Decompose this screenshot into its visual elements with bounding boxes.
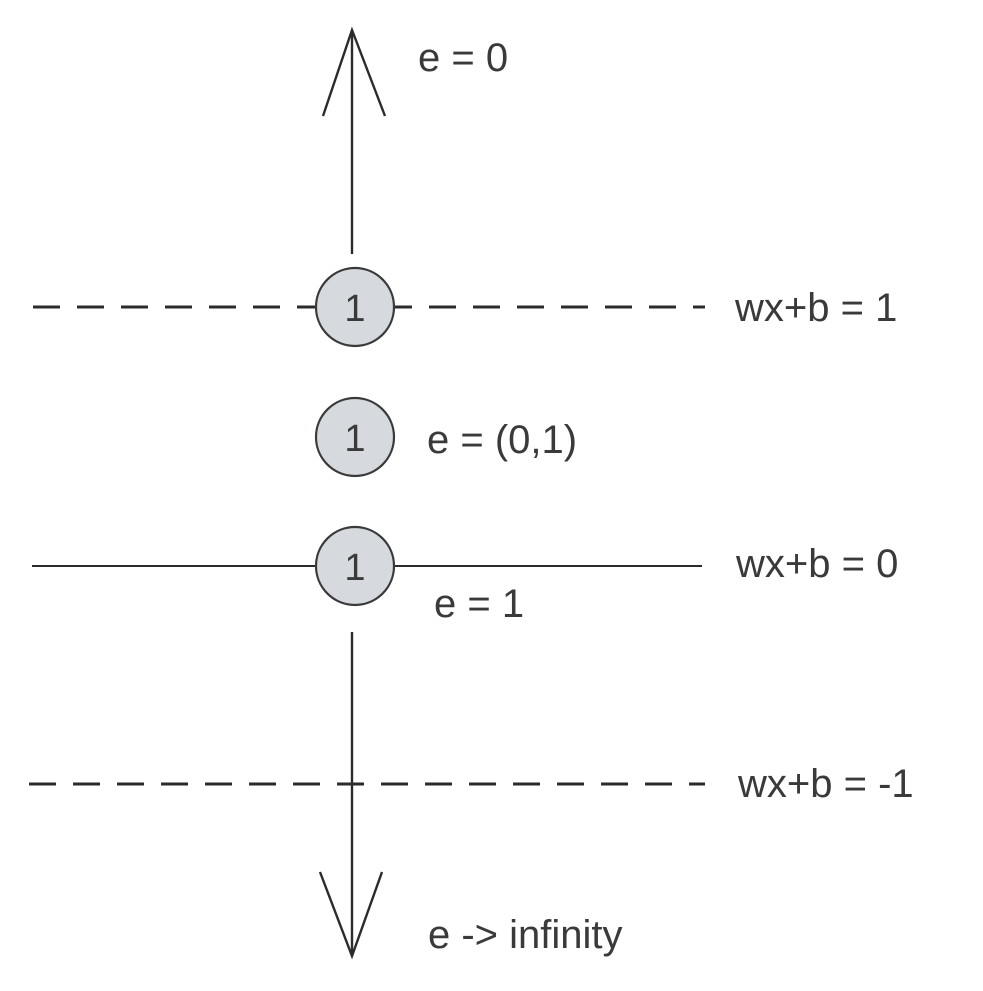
point-on-boundary: 1: [314, 525, 396, 607]
point-label: 1: [344, 288, 365, 330]
inside-margin-label: e = (0,1): [427, 418, 577, 462]
upper-margin-label: wx+b = 1: [734, 286, 897, 330]
point-label: 1: [344, 547, 365, 589]
bottom-arrow-label: e -> infinity: [428, 913, 623, 957]
point-on-upper-margin: 1: [314, 266, 396, 348]
boundary-label: wx+b = 0: [735, 542, 898, 586]
top-arrow-label: e = 0: [418, 36, 508, 80]
point-inside-margin: 1: [314, 396, 396, 478]
lower-margin-label: wx+b = -1: [737, 762, 914, 806]
down-arrow: [318, 632, 384, 960]
on-boundary-label: e = 1: [434, 582, 524, 626]
up-arrow: [321, 26, 387, 254]
point-label: 1: [344, 418, 365, 460]
